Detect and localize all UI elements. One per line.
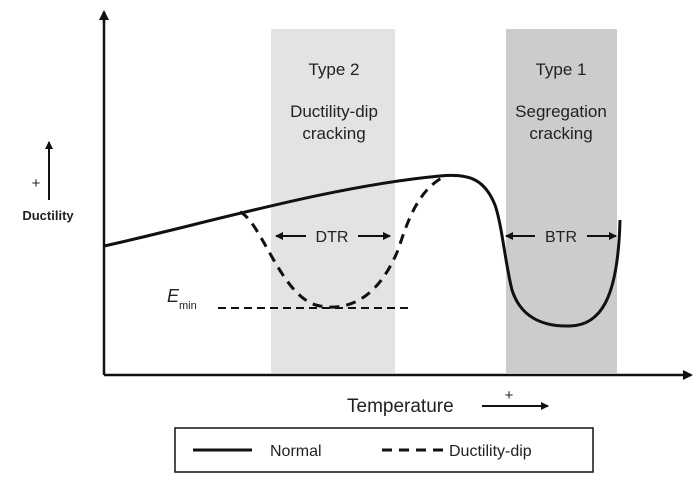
- dtr-label: DTR: [316, 229, 349, 246]
- x-plus-sign: +: [505, 387, 514, 404]
- btr-label: BTR: [545, 229, 577, 246]
- ductility-dip-curve: [239, 174, 446, 309]
- type1-subtitle-line2: cracking: [529, 124, 592, 143]
- legend-normal-label: Normal: [270, 443, 322, 460]
- emin-label: Emin: [167, 286, 197, 312]
- type2-title: Type 2: [308, 60, 359, 79]
- legend-ductility-dip-label: Ductility-dip: [449, 443, 532, 460]
- type2-subtitle-line1: Ductility-dip: [290, 102, 378, 121]
- normal-ductility-curve: [103, 173, 622, 328]
- type1-band: [506, 29, 617, 373]
- x-axis-label: Temperature: [347, 396, 454, 417]
- type1-title: Type 1: [535, 60, 586, 79]
- y-plus-sign: +: [32, 175, 41, 192]
- type1-subtitle-line1: Segregation: [515, 102, 607, 121]
- y-axis-label: Ductility: [22, 208, 74, 223]
- type2-subtitle-line2: cracking: [302, 124, 365, 143]
